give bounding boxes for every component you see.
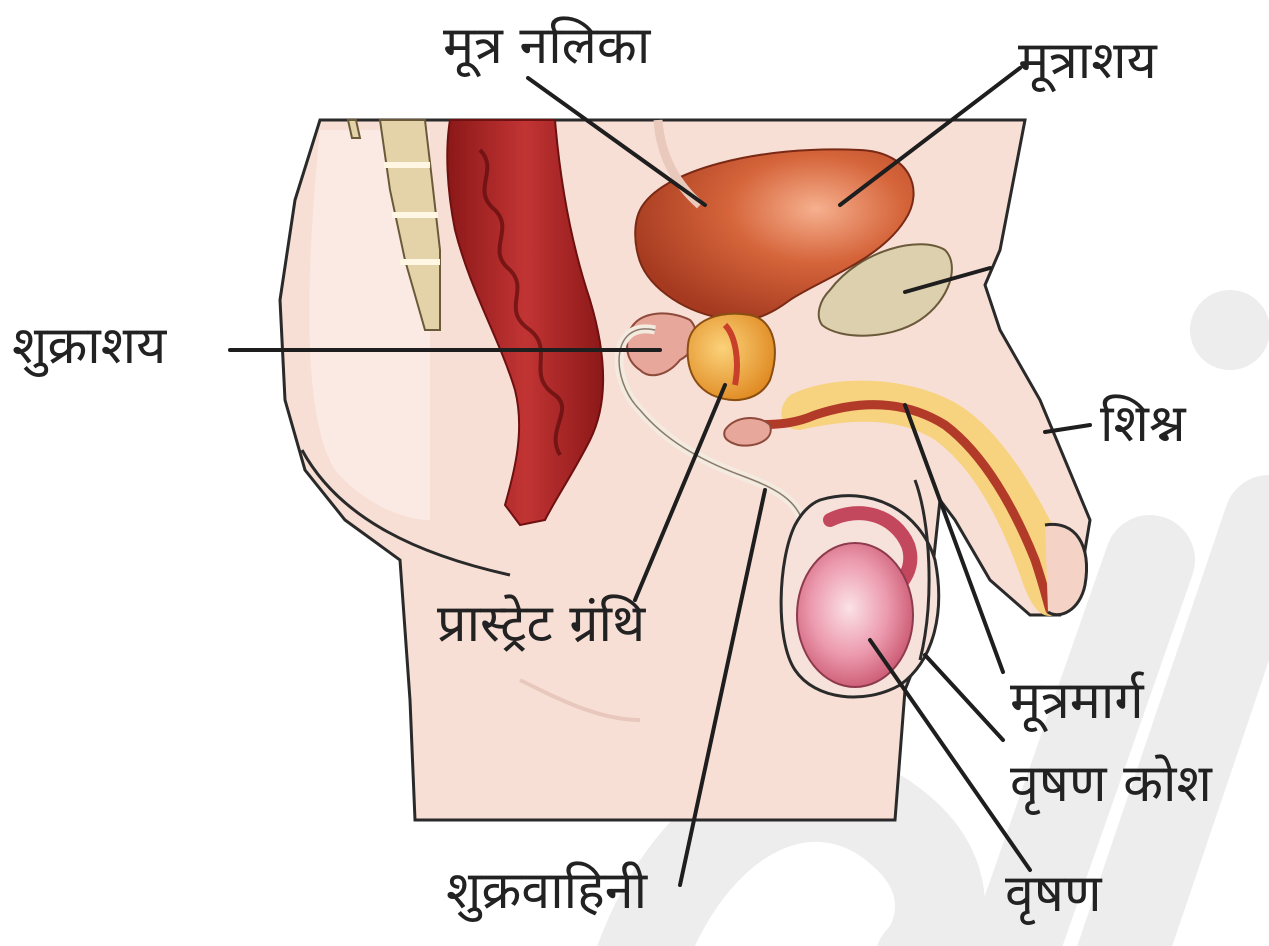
label-seminal-vesicle: शुक्राशय <box>12 320 166 372</box>
label-penis: शिश्न <box>1100 398 1186 450</box>
label-testis: वृषण <box>1005 868 1102 920</box>
testis-shape <box>797 543 913 687</box>
label-scrotum: वृषण कोश <box>1010 758 1212 810</box>
label-urethra: मूत्रमार्ग <box>1010 675 1144 727</box>
label-vas-deferens: शुक्रवाहिनी <box>446 865 647 917</box>
label-bladder: मूत्राशय <box>1018 35 1157 87</box>
label-urine-tube: मूत्र नलिका <box>443 20 650 72</box>
glans <box>1045 524 1087 614</box>
prostate-shape <box>688 314 775 400</box>
leader-scrotum <box>925 655 1003 740</box>
label-prostate-gland: प्रास्ट्रेट ग्रंथि <box>437 598 645 650</box>
